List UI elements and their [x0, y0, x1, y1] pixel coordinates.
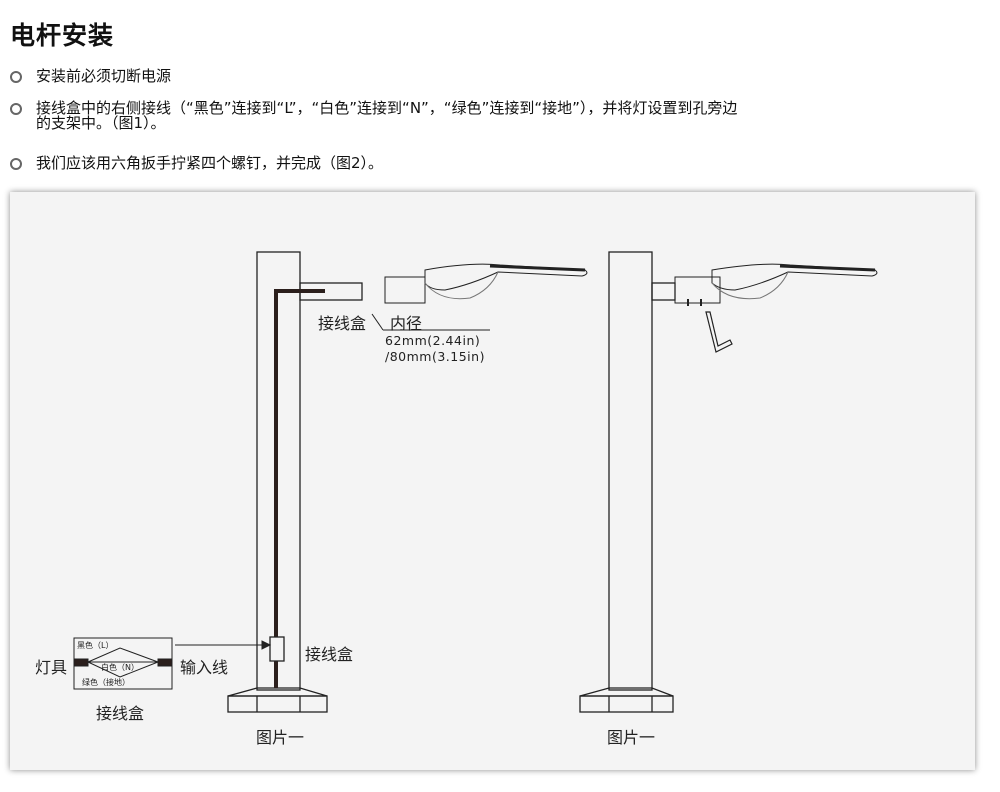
installation-diagram: 接线盒 内径 62mm(2.44in) /80mm(3.15in) 灯具 输入线… — [10, 192, 975, 770]
wiring-box-caption: 接线盒 — [96, 704, 145, 723]
dimension-imperial: /80mm(3.15in) — [385, 349, 485, 364]
lamp-2 — [674, 263, 878, 306]
pole-junction-box-label: 接线盒 — [305, 645, 354, 664]
circle-bullet-icon — [10, 103, 22, 115]
dimension-metric: 62mm(2.44in) — [385, 333, 481, 348]
step-text-cont: 的支架中。（图1）。 — [36, 114, 166, 132]
wire-green-label: 绿色（接地） — [82, 678, 130, 687]
hex-key-icon — [705, 311, 733, 353]
wire-white-label: 白色（N） — [101, 663, 139, 672]
step-2: 接线盒中的右侧接线（“黑色”连接到“L”，“白色”连接到“N”，“绿色”连接到“… — [10, 101, 737, 131]
arrow-icon — [175, 640, 272, 650]
pole-1 — [227, 251, 363, 713]
dimension-leader — [371, 313, 490, 331]
figure-2-caption: 图片一 — [607, 728, 656, 747]
step-1: 安装前必须切断电源 — [10, 69, 171, 84]
input-wire-label: 输入线 — [180, 658, 229, 677]
circle-bullet-icon — [10, 158, 22, 170]
lamp-1 — [384, 263, 588, 304]
lamp-label: 灯具 — [35, 658, 68, 677]
step-text: 接线盒中的右侧接线（“黑色”连接到“L”，“白色”连接到“N”，“绿色”连接到“… — [36, 99, 738, 117]
inner-diameter-label: 内径 — [390, 314, 423, 333]
pole-2 — [579, 251, 676, 713]
step-3: 我们应该用六角扳手拧紧四个螺钉，并完成（图2）。 — [10, 156, 383, 171]
step-text: 我们应该用六角扳手拧紧四个螺钉，并完成（图2）。 — [36, 154, 384, 172]
wiring-box — [73, 637, 173, 690]
diagram-drawing — [73, 251, 878, 713]
junction-box-label: 接线盒 — [318, 314, 367, 333]
step-text: 安装前必须切断电源 — [36, 67, 172, 85]
figure-1-caption: 图片一 — [256, 728, 305, 747]
page-title: 电杆安装 — [10, 21, 115, 50]
wire-black-label: 黑色（L） — [77, 641, 114, 650]
circle-bullet-icon — [10, 71, 22, 83]
